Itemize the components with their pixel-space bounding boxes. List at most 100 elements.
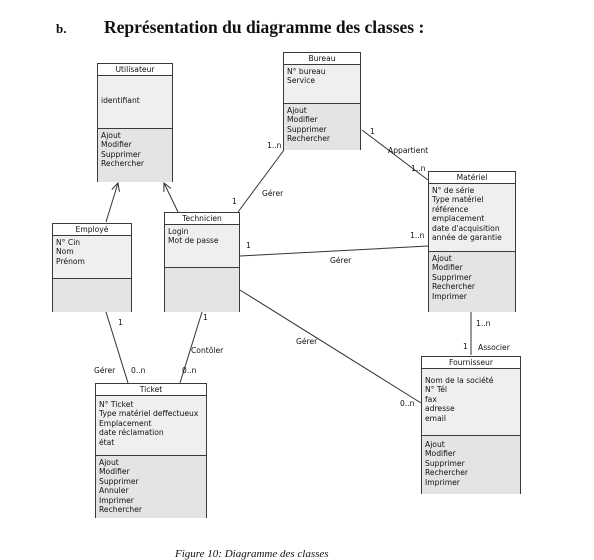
operation: Modifier xyxy=(287,115,318,125)
mult-ticket-tech: 0..n xyxy=(182,366,197,375)
class-technicien-attributes: Login Mot de passe xyxy=(165,225,239,268)
class-bureau: Bureau N° bureau Service Ajout Modifier … xyxy=(283,52,361,150)
attribute: date réclamation xyxy=(99,428,164,438)
attribute: adresse xyxy=(425,404,455,414)
mult-materiel-tech: 1..n xyxy=(410,231,425,240)
attribute: état xyxy=(99,437,115,447)
mult-tech-ticket: 1 xyxy=(203,313,208,322)
class-employe: Employé N° Cin Nom Prénom xyxy=(52,223,132,312)
mult-employe-ticket: 1 xyxy=(118,318,123,327)
class-utilisateur: Utilisateur identifiant Ajout Modifier S… xyxy=(97,63,173,182)
figure-caption: Figure 10: Diagramme des classes xyxy=(175,548,329,560)
attribute: Type matériel deffectueux xyxy=(99,409,199,419)
operation: Imprimer xyxy=(432,291,467,301)
mult-bureau-materiel: 1 xyxy=(370,127,375,136)
attribute: N° de série xyxy=(432,186,475,195)
operation: Supprimer xyxy=(99,476,139,486)
attribute: Nom xyxy=(56,247,74,257)
class-materiel-attributes: N° de série Type matériel référence empl… xyxy=(429,184,515,252)
assoc-label-gerer-fournisseur: Gérer xyxy=(296,337,318,346)
operation: Rechercher xyxy=(99,505,143,515)
class-ticket-operations: Ajout Modifier Supprimer Annuler Imprime… xyxy=(96,456,206,518)
operation: Modifier xyxy=(425,449,456,459)
operation: Rechercher xyxy=(287,134,331,144)
attribute: fax xyxy=(425,394,437,404)
attribute: identifiant xyxy=(101,96,140,105)
assoc-technicien-fournisseur xyxy=(239,289,422,404)
operation: Ajout xyxy=(287,106,307,115)
attribute: Mot de passe xyxy=(168,236,219,246)
mult-ticket-employe: 0..n xyxy=(131,366,146,375)
class-ticket-attributes: N° Ticket Type matériel deffectueux Empl… xyxy=(96,396,206,456)
mult-bureau-tech: 1..n xyxy=(267,141,282,150)
attribute: emplacement xyxy=(432,214,485,224)
assoc-label-gerer-bureau: Gérer xyxy=(262,189,284,198)
attribute: N° Ticket xyxy=(99,400,134,409)
operation: Supprimer xyxy=(287,124,327,134)
operation: Annuler xyxy=(99,486,129,496)
class-bureau-attributes: N° bureau Service xyxy=(284,65,360,104)
operation: Imprimer xyxy=(99,495,134,505)
class-bureau-operations: Ajout Modifier Supprimer Rechercher xyxy=(284,104,360,150)
assoc-label-appartient: Appartient xyxy=(388,146,429,155)
operation: Rechercher xyxy=(425,468,469,478)
attribute: Nom de la société xyxy=(425,376,494,385)
mult-materiel-bureau: 1..n xyxy=(411,164,426,173)
assoc-employe-ticket xyxy=(105,311,129,384)
operation: Ajout xyxy=(101,131,121,140)
inherit-technicien-utilisateur xyxy=(164,183,179,213)
mult-tech-bureau: 1 xyxy=(232,197,237,206)
class-employe-operations xyxy=(53,279,131,312)
mult-tech-materiel: 1 xyxy=(246,241,251,250)
class-fournisseur-attributes: Nom de la société N° Tél fax adresse ema… xyxy=(422,369,520,436)
class-utilisateur-operations: Ajout Modifier Supprimer Rechercher xyxy=(98,129,172,182)
attribute: Prénom xyxy=(56,256,85,266)
class-technicien-operations xyxy=(165,268,239,312)
class-materiel-name: Matériel xyxy=(429,172,515,184)
class-employe-attributes: N° Cin Nom Prénom xyxy=(53,236,131,279)
class-fournisseur: Fournisseur Nom de la société N° Tél fax… xyxy=(421,356,521,494)
operation: Modifier xyxy=(101,140,132,150)
assoc-label-controler: Contôler xyxy=(191,346,224,355)
assoc-label-gerer-materiel: Gérer xyxy=(330,256,352,265)
class-utilisateur-attributes: identifiant xyxy=(98,76,172,129)
attribute: référence xyxy=(432,204,469,214)
section-number: b. xyxy=(56,21,67,36)
assoc-bureau-materiel xyxy=(361,129,429,181)
attribute: date d'acquisition xyxy=(432,223,500,233)
attribute: Login xyxy=(168,227,189,236)
operation: Rechercher xyxy=(101,159,145,169)
section-title: Représentation du diagramme des classes … xyxy=(104,17,425,37)
attribute: année de garantie xyxy=(432,233,502,243)
operation: Supprimer xyxy=(425,458,465,468)
operation: Modifier xyxy=(432,263,463,273)
mult-fournisseur-materiel: 1 xyxy=(463,342,468,351)
class-ticket-name: Ticket xyxy=(96,384,206,396)
class-technicien-name: Technicien xyxy=(165,213,239,225)
attribute: Service xyxy=(287,76,316,86)
operation: Ajout xyxy=(432,254,452,263)
class-materiel: Matériel N° de série Type matériel référ… xyxy=(428,171,516,312)
class-bureau-name: Bureau xyxy=(284,53,360,65)
operation: Ajout xyxy=(425,440,445,449)
operation: Supprimer xyxy=(101,149,141,159)
class-ticket: Ticket N° Ticket Type matériel deffectue… xyxy=(95,383,207,518)
operation: Imprimer xyxy=(425,477,460,487)
attribute: email xyxy=(425,413,446,423)
operation: Modifier xyxy=(99,467,130,477)
attribute: Emplacement xyxy=(99,418,152,428)
assoc-technicien-materiel xyxy=(239,245,429,257)
operation: Rechercher xyxy=(432,282,476,292)
assoc-technicien-bureau xyxy=(237,149,285,213)
attribute: Type matériel xyxy=(432,195,484,205)
class-employe-name: Employé xyxy=(53,224,131,236)
class-fournisseur-name: Fournisseur xyxy=(422,357,520,369)
attribute: N° Tél xyxy=(425,385,448,395)
class-materiel-operations: Ajout Modifier Supprimer Rechercher Impr… xyxy=(429,252,515,312)
operation: Ajout xyxy=(99,458,119,467)
attribute: N° bureau xyxy=(287,67,326,76)
mult-materiel-fournisseur: 1..n xyxy=(476,319,491,328)
class-utilisateur-name: Utilisateur xyxy=(98,64,172,76)
class-fournisseur-operations: Ajout Modifier Supprimer Rechercher Impr… xyxy=(422,436,520,494)
